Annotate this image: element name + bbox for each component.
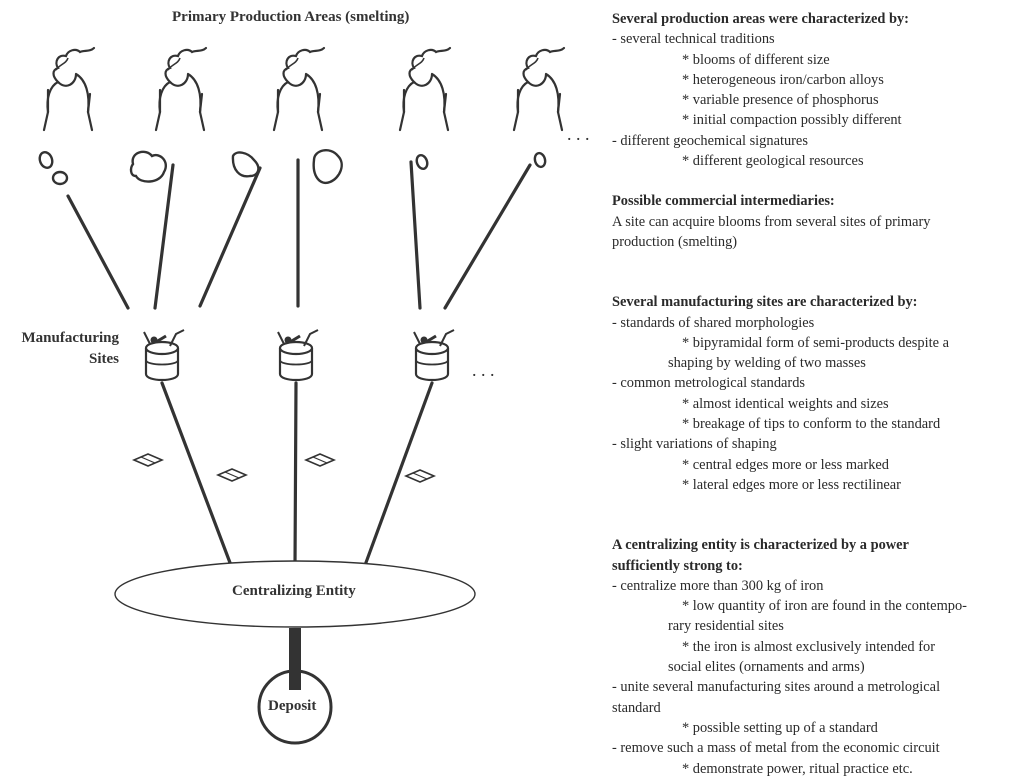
note-line: - slight variations of shaping	[612, 436, 777, 453]
note-line: rary residential sites	[668, 618, 784, 635]
forge-icon-1	[142, 328, 186, 382]
note-line: A site can acquire blooms from several s…	[612, 213, 931, 230]
ellipsis-mid: . . .	[472, 360, 495, 380]
note-line: social elites (ornaments and arms)	[668, 659, 865, 676]
note-line: - unite several manufacturing sites arou…	[612, 679, 941, 696]
note-line: - remove such a mass of metal from the e…	[612, 740, 940, 757]
furnace-icon-4	[398, 46, 452, 132]
supply-lines	[66, 158, 532, 310]
note-line: shaping by welding of two masses	[668, 355, 866, 372]
note-line: * variable presence of phosphorus	[682, 92, 879, 109]
ellipsis-top: . . .	[567, 124, 590, 144]
notes-panel: Several production areas were characteri…	[612, 9, 1017, 779]
furnace-icon-3	[272, 46, 326, 132]
note-line: - centralize more than 300 kg of iron	[612, 577, 824, 594]
forge-icon-3	[412, 328, 456, 382]
note-line: * central edges more or less marked	[682, 456, 889, 473]
note-line: - several technical traditions	[612, 31, 775, 48]
bloom-icons	[38, 149, 547, 186]
section-title: Possible commercial intermediaries:	[612, 193, 835, 210]
furnace-icon-5	[512, 46, 566, 132]
bar-icon-4	[405, 469, 435, 483]
note-line: * lateral edges more or less rectilinear	[682, 476, 901, 493]
note-line: standard	[612, 699, 661, 716]
furnace-icon-2	[154, 46, 208, 132]
entity-ellipse	[114, 560, 476, 628]
note-line: - standards of shared morphologies	[612, 314, 815, 331]
note-line: * demonstrate power, ritual practice etc…	[682, 760, 913, 777]
deposit-label: Deposit	[268, 698, 317, 714]
section-title: sufficiently strong to:	[612, 557, 743, 574]
note-line: * possible setting up of a standard	[682, 719, 878, 736]
note-line: * blooms of different size	[682, 51, 830, 68]
furnace-icon-1	[42, 46, 96, 132]
section-title: Several manufacturing sites are characte…	[612, 294, 918, 311]
delivery-lines	[160, 381, 434, 570]
section-title: A centralizing entity is characterized b…	[612, 537, 909, 554]
bar-icon-1	[133, 453, 163, 467]
note-line: - common metrological standards	[612, 375, 806, 392]
bar-icon-3	[305, 453, 335, 467]
note-line: - different geochemical signatures	[612, 132, 808, 149]
note-line: * different geological resources	[682, 153, 864, 170]
note-line: * breakage of tips to conform to the sta…	[682, 416, 941, 433]
note-line: * almost identical weights and sizes	[682, 395, 889, 412]
note-line: * heterogeneous iron/carbon alloys	[682, 71, 884, 88]
entity-label: Centralizing Entity	[232, 583, 356, 599]
note-line: * low quantity of iron are found in the …	[682, 598, 967, 615]
note-line: production (smelting)	[612, 233, 738, 250]
note-line: * initial compaction possibly different	[682, 112, 902, 129]
section-title: Several production areas were characteri…	[612, 11, 909, 27]
diagram-svg: . . . . . .	[38, 46, 590, 745]
forge-icon-2	[276, 328, 320, 382]
bar-icon-2	[217, 468, 247, 482]
diagram-title: Primary Production Areas (smelting)	[172, 9, 410, 25]
manufacturing-label-2: Sites	[89, 351, 119, 367]
flow-diagram: . . . . . .	[21, 9, 590, 745]
note-line: * the iron is almost exclusively intende…	[682, 638, 935, 655]
manufacturing-label-1: Manufacturing	[21, 330, 120, 346]
note-line: * bipyramidal form of semi-products desp…	[682, 334, 949, 351]
